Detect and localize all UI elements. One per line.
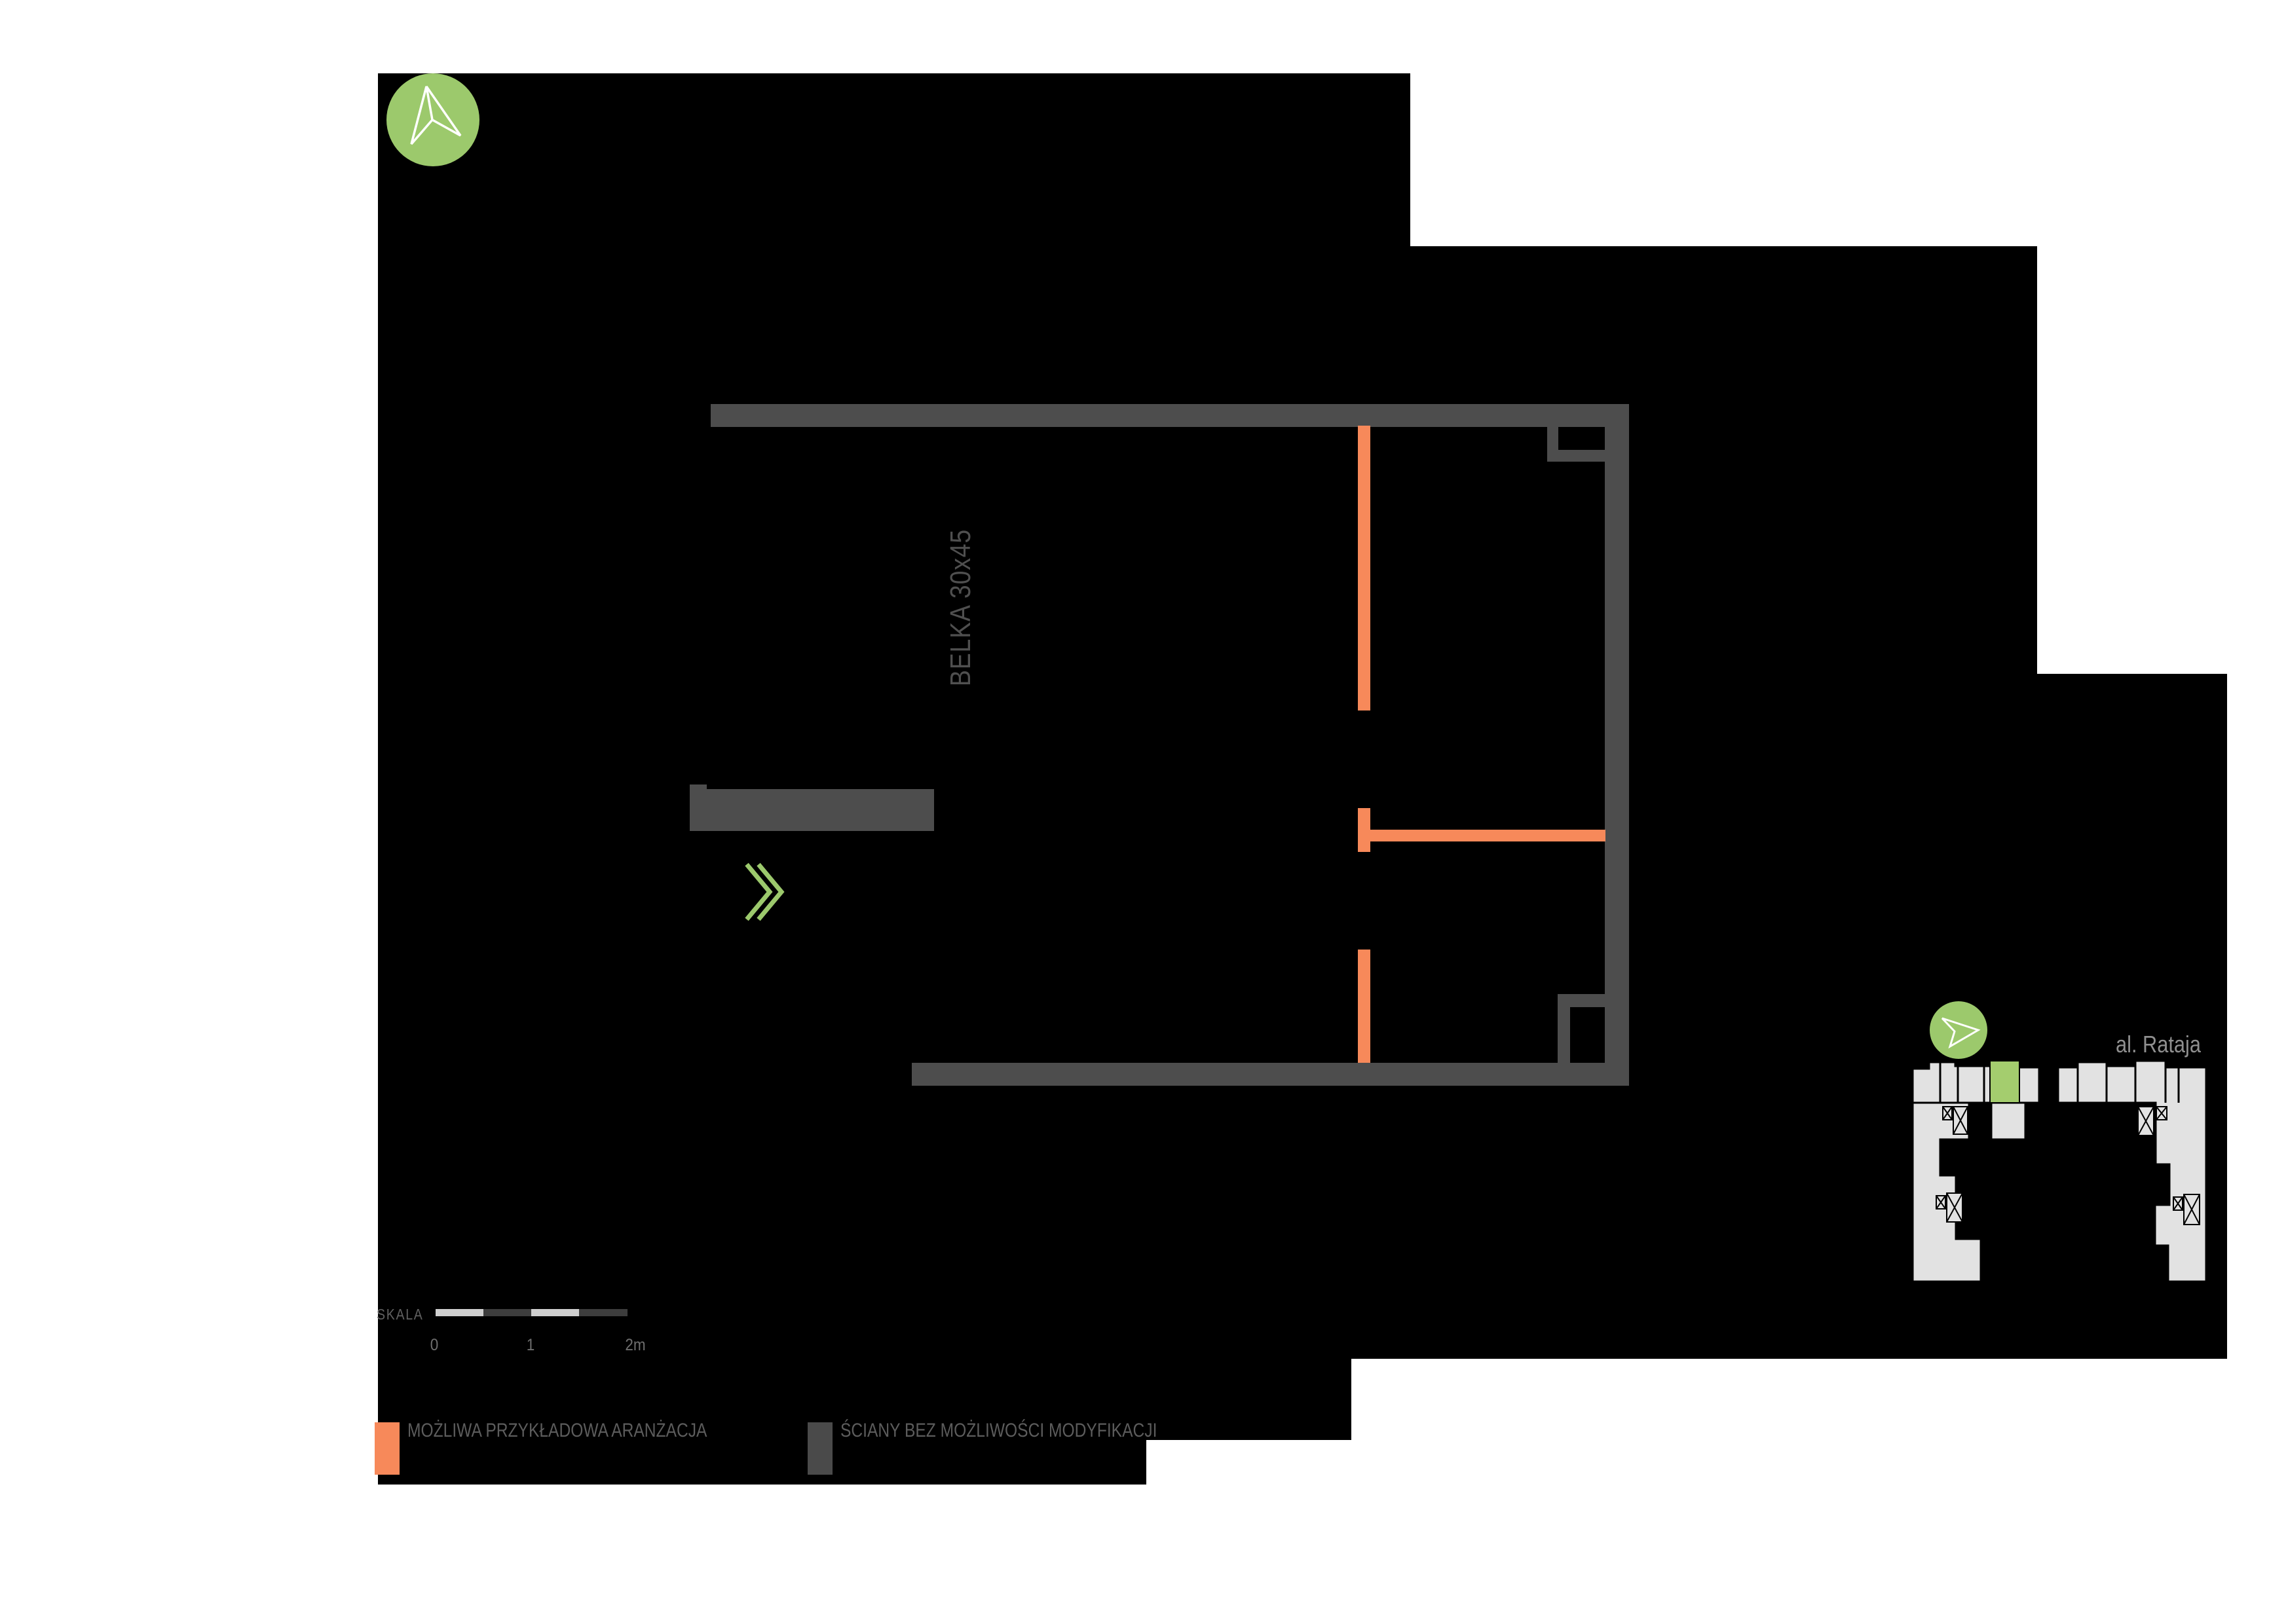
wall-bottom — [912, 1063, 1629, 1086]
legend-swatch-gray — [808, 1422, 833, 1475]
scale-label: SKALA — [377, 1306, 424, 1323]
core-x-boxes — [2137, 1106, 2200, 1225]
legend-swatch-orange — [375, 1422, 400, 1475]
scale-bar-segment — [436, 1309, 483, 1316]
orange-wall-horizontal — [1369, 830, 1605, 841]
street-label: al. Rataja — [2116, 1031, 2202, 1058]
orange-wall-vertical-1 — [1358, 426, 1370, 710]
beam-annotation: BELKA 30x45 — [945, 528, 977, 687]
core-x-boxes — [1936, 1106, 1968, 1223]
shaft-bottom-right-top-bar — [1558, 994, 1605, 1007]
location-arrow-icon — [1930, 1001, 1987, 1059]
shaft-top-right-bottom-bar — [1547, 450, 1605, 462]
north-arrow-icon — [386, 73, 479, 166]
scale-tick-1: 1 — [526, 1336, 535, 1354]
orange-wall-vertical-2 — [1358, 950, 1370, 1063]
beam-wall-end-tab — [690, 784, 707, 790]
wall-top — [711, 404, 1629, 427]
highlighted-unit[interactable] — [1989, 1060, 2020, 1103]
scale-bar-segment — [531, 1309, 579, 1316]
legend-label-fixed-walls: ŚCIANY BEZ MOŻLIWOŚCI MODYFIKACJI — [840, 1420, 1157, 1441]
wall-right — [1605, 404, 1629, 1086]
shaft-bottom-right-left-bar — [1558, 994, 1570, 1063]
scale-bar-segment — [579, 1309, 628, 1316]
scale-tick-0: 0 — [430, 1336, 439, 1354]
scale-bar-segment — [483, 1309, 531, 1316]
orange-wall-junction-stub — [1358, 808, 1370, 852]
site-plan-left-wing — [1913, 1060, 2040, 1283]
scale-tick-2m: 2m — [625, 1336, 646, 1354]
site-plan[interactable]: al. Rataja — [1913, 989, 2227, 1297]
beam-wall-segment — [690, 789, 934, 831]
site-plan-right-wing — [2057, 1060, 2207, 1283]
double-chevron-right-icon[interactable] — [740, 859, 795, 925]
legend-label-arrangement: MOŻLIWA PRZYKŁADOWA ARANŻACJA — [407, 1420, 707, 1441]
